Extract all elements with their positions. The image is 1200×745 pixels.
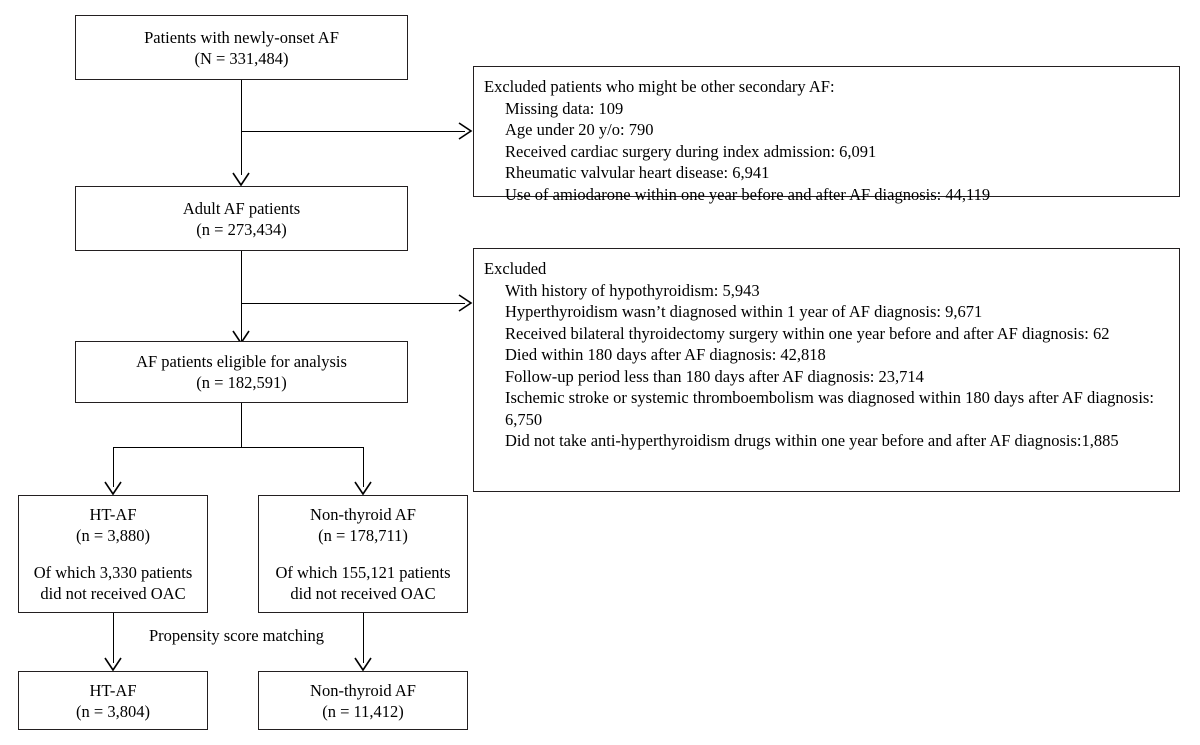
connector-ht-af-to-matched <box>113 613 114 663</box>
exclusion-second-title: Excluded <box>484 259 547 278</box>
connector-split-horizontal <box>113 447 364 448</box>
exclusion-first-item-1: Age under 20 y/o: 790 <box>505 120 654 139</box>
node-group-ht-af-line4: did not received OAC <box>40 584 186 603</box>
exclusion-box-second: Excluded With history of hypothyroidism:… <box>473 248 1180 492</box>
node-cohort-initial-line1: Patients with newly-onset AF <box>144 27 339 47</box>
node-cohort-adult: Adult AF patients (n = 273,434) <box>75 186 408 251</box>
node-cohort-adult-line2: (n = 273,434) <box>196 219 287 239</box>
node-cohort-eligible-line2: (n = 182,591) <box>196 373 287 392</box>
node-group-non-thyroid-af-line4: did not received OAC <box>290 584 436 603</box>
connector-split-left <box>113 447 114 487</box>
node-matched-non-thyroid-af-line1: Non-thyroid AF <box>310 680 416 700</box>
node-group-non-thyroid-af: Non-thyroid AF (n = 178,711) Of which 15… <box>258 495 468 613</box>
connector-branch-exclusion-1 <box>241 131 465 132</box>
node-cohort-adult-line1: Adult AF patients <box>182 198 301 218</box>
node-group-non-thyroid-af-line2: (n = 178,711) <box>318 526 408 545</box>
exclusion-second-item-4: Follow-up period less than 180 days afte… <box>505 366 924 386</box>
node-cohort-initial: Patients with newly-onset AF (N = 331,48… <box>75 15 408 80</box>
exclusion-second-item-3: Died within 180 days after AF diagnosis:… <box>505 345 826 364</box>
node-cohort-eligible-line1: AF patients eligible for analysis <box>136 352 347 371</box>
node-matched-non-thyroid-af-line2: (n = 11,412) <box>322 701 404 721</box>
node-group-ht-af-line1: HT-AF <box>89 505 137 524</box>
node-group-non-thyroid-af-line3: Of which 155,121 patients <box>275 563 451 582</box>
node-matched-ht-af-line2: (n = 3,804) <box>76 701 150 721</box>
connector-non-thyroid-af-to-matched <box>363 613 364 663</box>
exclusion-second-item-0: With history of hypothyroidism: 5,943 <box>505 280 760 300</box>
exclusion-first-item-3: Rheumatic valvular heart disease: 6,941 <box>505 163 770 182</box>
exclusion-first-item-4: Use of amiodarone within one year before… <box>505 184 991 204</box>
exclusion-second-item-1: Hyperthyroidism wasn’t diagnosed within … <box>505 302 983 321</box>
node-group-ht-af-line2: (n = 3,880) <box>76 526 150 545</box>
node-matched-ht-af-line1: HT-AF <box>89 680 137 700</box>
propensity-score-matching-label: Propensity score matching <box>149 626 325 645</box>
node-group-non-thyroid-af-line1: Non-thyroid AF <box>310 505 416 524</box>
exclusion-first-item-0: Missing data: 109 <box>505 98 624 118</box>
exclusion-second-item-6: Did not take anti-hyperthyroidism drugs … <box>505 431 1119 450</box>
node-group-ht-af: HT-AF (n = 3,880) Of which 3,330 patient… <box>18 495 208 613</box>
node-cohort-initial-line2: (N = 331,484) <box>194 48 289 68</box>
connector-initial-to-adult <box>241 80 242 175</box>
exclusion-first-item-2: Received cardiac surgery during index ad… <box>505 141 877 161</box>
connector-branch-exclusion-2 <box>241 303 465 304</box>
exclusion-second-item-5: Ischemic stroke or systemic thromboembol… <box>505 388 1154 429</box>
exclusion-second-item-2: Received bilateral thyroidectomy surgery… <box>505 323 1110 343</box>
node-matched-ht-af: HT-AF (n = 3,804) <box>18 671 208 730</box>
exclusion-box-first: Excluded patients who might be other sec… <box>473 66 1180 204</box>
node-group-ht-af-line3: Of which 3,330 patients <box>33 563 193 582</box>
connector-split-right <box>363 447 364 487</box>
exclusion-first-title: Excluded patients who might be other sec… <box>484 77 835 96</box>
connector-eligible-trunk <box>241 403 242 448</box>
node-cohort-eligible: AF patients eligible for analysis (n = 1… <box>75 341 408 403</box>
node-matched-non-thyroid-af: Non-thyroid AF (n = 11,412) <box>258 671 468 730</box>
connector-adult-to-eligible <box>241 251 242 346</box>
